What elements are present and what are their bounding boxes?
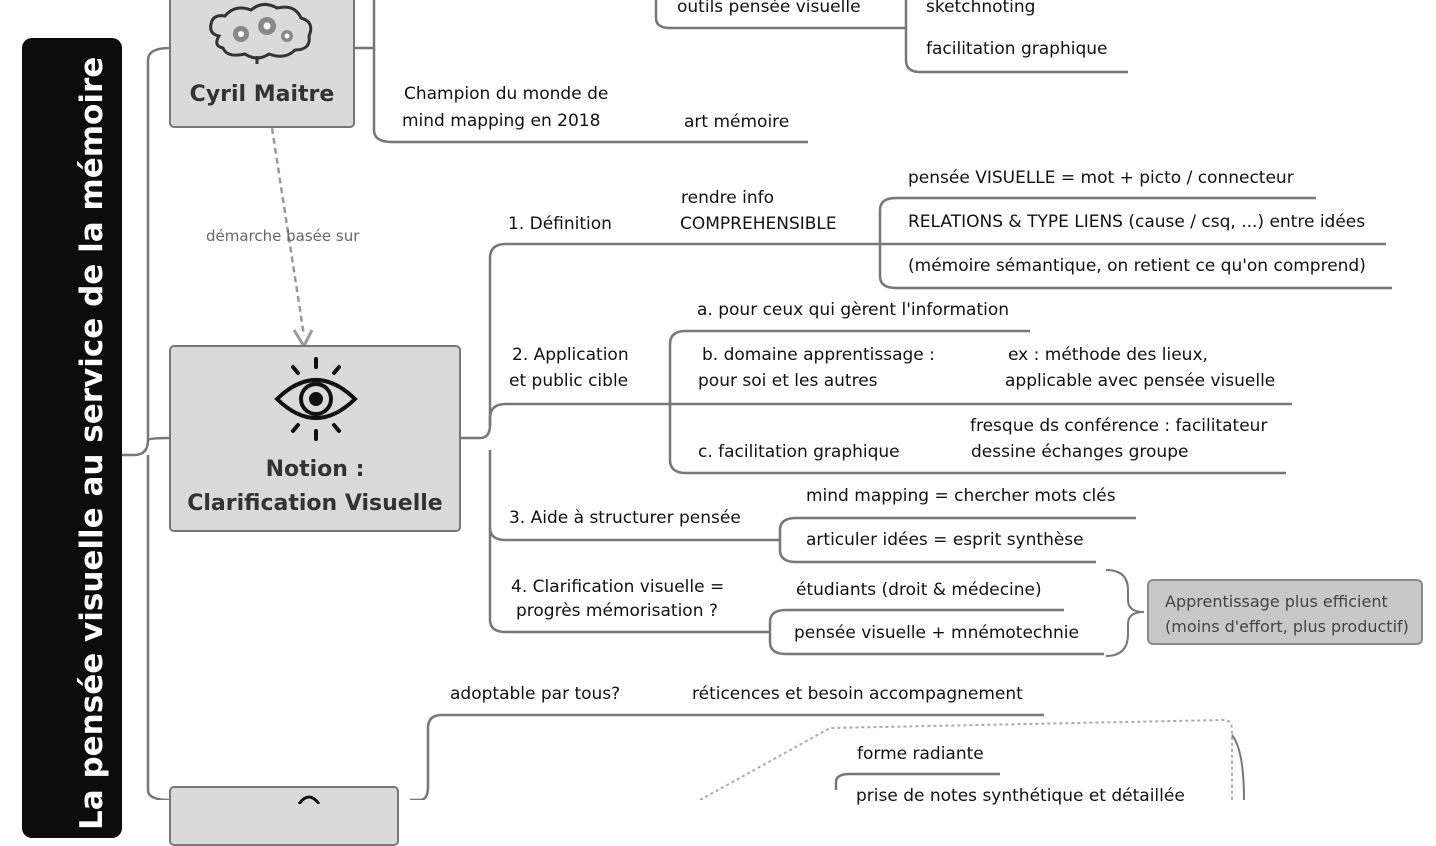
node-def-item-1[interactable]: pensée VISUELLE = mot + picto / connecte…: [908, 168, 1294, 188]
node-clar-item-1[interactable]: étudiants (droit & médecine): [796, 580, 1042, 600]
notion-title-line2: Clarification Visuelle: [187, 491, 443, 516]
root-title: La pensée visuelle au service de la mémo…: [74, 56, 110, 830]
node-clar-line1[interactable]: 4. Clarification visuelle =: [511, 577, 725, 597]
node-app-b-line1[interactable]: b. domaine apprentissage :: [702, 345, 935, 365]
topic-notion[interactable]: Notion : Clarification Visuelle: [169, 345, 461, 532]
node-champion-line1[interactable]: Champion du monde de: [404, 84, 609, 104]
node-clar-item-2[interactable]: pensée visuelle + mnémotechnie: [794, 623, 1079, 643]
node-rendre-line2[interactable]: COMPREHENSIBLE: [680, 214, 837, 234]
root-topic[interactable]: [22, 38, 122, 838]
node-champion-line2[interactable]: mind mapping en 2018: [402, 111, 601, 131]
link-label: démarche basée sur: [206, 227, 360, 245]
node-aide-item-1[interactable]: mind mapping = chercher mots clés: [806, 486, 1116, 506]
node-app-b-ex-line2[interactable]: applicable avec pensée visuelle: [1005, 371, 1276, 391]
notion-title-line1: Notion :: [265, 457, 365, 482]
node-def-item-3[interactable]: (mémoire sémantique, on retient ce qu'on…: [908, 256, 1366, 276]
node-clar-line2[interactable]: progrès mémorisation ?: [516, 601, 718, 621]
node-forme-radiante[interactable]: forme radiante: [857, 744, 984, 764]
node-application-line2[interactable]: et public cible: [509, 371, 629, 391]
node-sketchnoting[interactable]: sketchnoting: [926, 0, 1036, 17]
node-app-b-line2[interactable]: pour soi et les autres: [698, 371, 878, 391]
callout-line2: (moins d'effort, plus productif): [1165, 617, 1409, 636]
node-adoptable[interactable]: adoptable par tous?: [450, 684, 621, 704]
node-def-item-2[interactable]: RELATIONS & TYPE LIENS (cause / csq, ...…: [908, 212, 1366, 232]
node-aide[interactable]: 3. Aide à structurer pensée: [509, 508, 741, 528]
topic-cyril-maitre[interactable]: Cyril Maitre: [169, 0, 355, 128]
partial-icon: [297, 795, 321, 804]
node-art-memoire[interactable]: art mémoire: [684, 112, 790, 132]
topic-bottom[interactable]: [169, 786, 399, 846]
eye-icon: [274, 357, 358, 441]
node-aide-item-2[interactable]: articuler idées = esprit synthèse: [806, 530, 1084, 550]
callout-line1: Apprentissage plus efficient: [1165, 592, 1388, 611]
node-app-a[interactable]: a. pour ceux qui gèrent l'information: [697, 300, 1010, 320]
node-definition[interactable]: 1. Définition: [508, 214, 612, 234]
node-reticences[interactable]: réticences et besoin accompagnement: [692, 684, 1023, 704]
node-app-b-ex-line1[interactable]: ex : méthode des lieux,: [1008, 345, 1208, 365]
mind-map-connectors: [122, 0, 1392, 800]
callout-apprentissage[interactable]: Apprentissage plus efficient (moins d'ef…: [1147, 579, 1423, 645]
node-app-c-ex-line2[interactable]: dessine échanges groupe: [971, 442, 1189, 462]
cyril-title: Cyril Maitre: [189, 82, 335, 107]
node-prise-notes[interactable]: prise de notes synthétique et détaillée: [856, 786, 1185, 806]
node-outils[interactable]: outils pensée visuelle: [677, 0, 861, 17]
brain-gears-icon: [209, 3, 313, 64]
node-app-c[interactable]: c. facilitation graphique: [698, 442, 900, 462]
node-rendre-line1[interactable]: rendre info: [681, 188, 775, 208]
node-facilitation-graphique[interactable]: facilitation graphique: [926, 39, 1108, 59]
node-application-line1[interactable]: 2. Application: [512, 345, 629, 365]
node-app-c-ex-line1[interactable]: fresque ds conférence : facilitateur: [970, 416, 1268, 436]
